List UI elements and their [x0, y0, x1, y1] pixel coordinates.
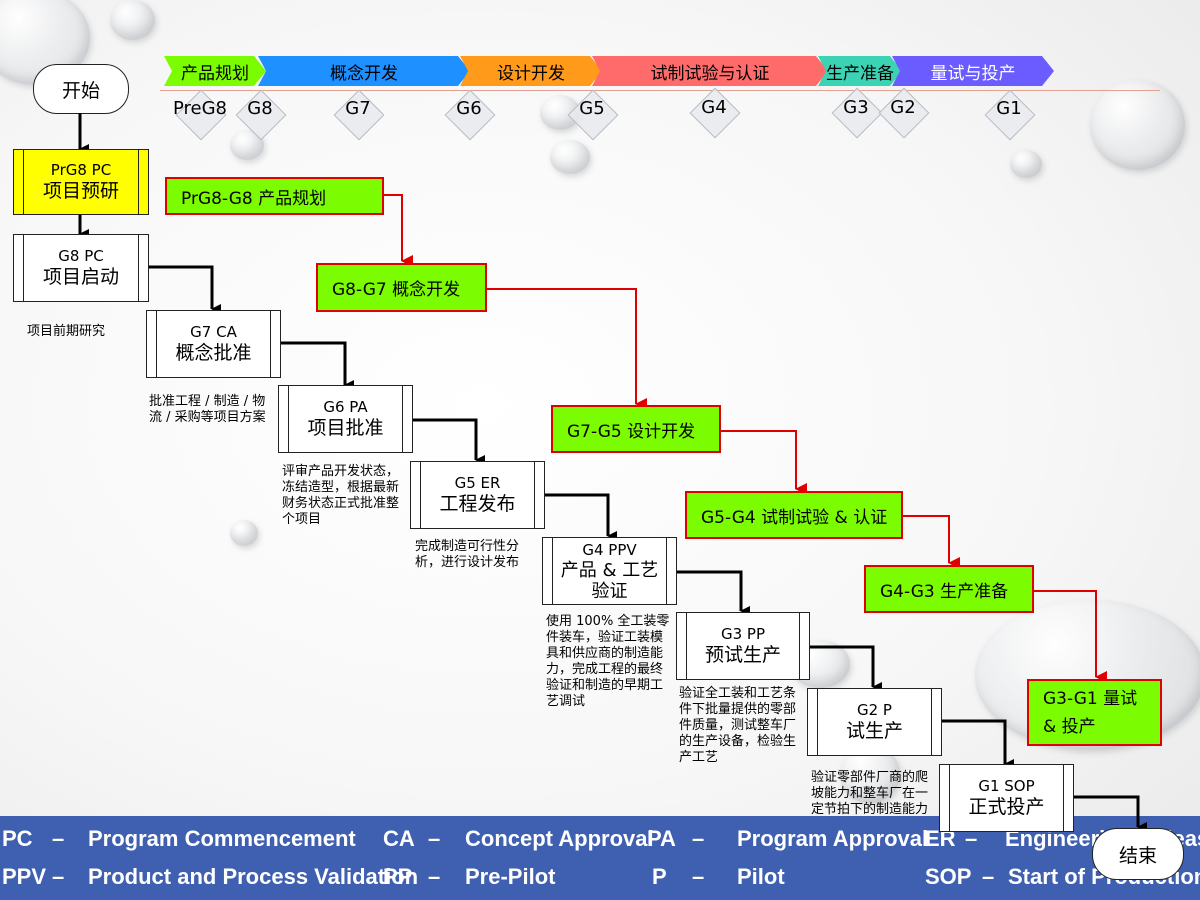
- start-node: 开始: [33, 64, 129, 114]
- gate-box-prg8: PrG8 PC 项目预研: [13, 149, 149, 215]
- desc-g3: 验证全工装和工艺条件下批量提供的零部件质量，测试整车厂的生产设备，检验生产工艺: [679, 686, 797, 765]
- water-drop: [110, 0, 155, 40]
- legend-dash: –: [52, 826, 65, 851]
- end-node: 结束: [1092, 828, 1184, 880]
- legend-full: Program Approval: [737, 826, 929, 851]
- gate-label-g5: G5: [579, 98, 605, 119]
- gate-box-g2: G2 P 试生产: [807, 688, 942, 756]
- legend-dash: –: [428, 826, 441, 851]
- desc-g2: 验证零部件厂商的爬坡能力和整车厂在一定节拍下的制造能力: [811, 770, 929, 817]
- phase-chevron-ramp-up: 量试与投产: [892, 56, 1054, 86]
- legend-dash: –: [692, 864, 705, 889]
- legend-abbr: PPV: [2, 864, 47, 889]
- gate-label-g3: G3: [843, 97, 869, 118]
- legend-abbr: P: [652, 864, 667, 889]
- legend-full: Pilot: [737, 864, 785, 889]
- legend-full: Program Commencement: [88, 826, 356, 851]
- phase-box-ramp-up: G3-G1 量试 & 投产: [1027, 679, 1162, 746]
- water-drop: [550, 140, 590, 174]
- legend-dash: –: [982, 864, 995, 889]
- legend-full: Pre-Pilot: [465, 864, 556, 889]
- legend-abbr: PP: [383, 864, 413, 889]
- gate-box-g4: G4 PPV 产品 & 工艺验证: [542, 537, 677, 605]
- gate-label-g1: G1: [996, 98, 1022, 119]
- gate-label-g4: G4: [701, 97, 727, 118]
- red-arrow-1: [384, 194, 413, 267]
- phase-chevron-production-prep: 生产准备: [818, 56, 902, 86]
- desc-g8: 项目前期研究: [27, 324, 106, 339]
- legend-abbr: PA: [647, 826, 676, 851]
- red-arrow-4: [903, 515, 960, 569]
- legend-dash: –: [52, 864, 65, 889]
- arrow-g7-to-g6: [279, 341, 354, 390]
- legend-full: Product and Process Validation: [88, 864, 419, 889]
- water-drop: [1010, 150, 1042, 178]
- gate-box-g7: G7 CA 概念批准: [146, 310, 281, 378]
- phase-box-trial: G5-G4 试制试验 & 认证: [685, 491, 903, 539]
- phase-chevron-product-planning: 产品规划: [164, 56, 266, 86]
- desc-g5: 完成制造可行性分析，进行设计发布: [415, 539, 520, 570]
- gate-label-g2: G2: [890, 97, 916, 118]
- legend-abbr: CA: [383, 826, 415, 851]
- water-drop: [1090, 80, 1185, 170]
- phase-chevron-design: 设计开发: [460, 56, 602, 86]
- legend-dash: –: [428, 864, 441, 889]
- desc-g6: 评审产品开发状态，冻结造型，根据最新财务状态正式批准整个项目: [282, 464, 400, 527]
- gate-box-g3: G3 PP 预试生产: [676, 612, 810, 680]
- arrow-g8-to-g7: [147, 265, 221, 314]
- legend-abbr: PC: [2, 826, 33, 851]
- gate-label-g8: G8: [247, 98, 273, 119]
- phase-box-design: G7-G5 设计开发: [551, 405, 721, 453]
- gate-label-g6: G6: [456, 98, 482, 119]
- legend-abbr: SOP: [925, 864, 972, 889]
- red-arrow-3: [721, 430, 807, 495]
- desc-g7: 批准工程 / 制造 / 物流 / 采购等项目方案: [149, 394, 266, 425]
- gate-label-g7: G7: [345, 98, 371, 119]
- phase-box-product-planning: PrG8-G8 产品规划: [165, 177, 384, 215]
- gate-box-g8: G8 PC 项目启动: [13, 234, 149, 302]
- arrow-g5-to-g4: [543, 493, 617, 541]
- gate-box-g1: G1 SOP 正式投产: [939, 764, 1074, 832]
- gate-box-g5: G5 ER 工程发布: [410, 461, 545, 529]
- desc-g4: 使用 100% 全工装零件装车，验证工装模具和供应商的制造能力，完成工程的最终验…: [546, 614, 670, 709]
- legend-dash: –: [965, 826, 978, 851]
- phase-box-production-prep: G4-G3 生产准备: [864, 565, 1034, 613]
- water-drop: [230, 520, 258, 546]
- gate-box-g6: G6 PA 项目批准: [278, 385, 413, 453]
- phase-box-concept: G8-G7 概念开发: [316, 263, 487, 312]
- red-arrow-2: [487, 288, 647, 410]
- timeline-line: [160, 90, 1160, 91]
- legend-full: Concept Approval: [465, 826, 654, 851]
- arrow-g6-to-g5: [411, 418, 485, 465]
- phase-chevron-concept: 概念开发: [258, 56, 470, 86]
- legend-dash: –: [692, 826, 705, 851]
- phase-chevron-trial: 试制试验与认证: [592, 56, 828, 86]
- arrow-g2-to-g1: [940, 719, 1014, 769]
- arrow-g4-to-g3: [675, 570, 750, 616]
- gate-label-preg8: PreG8: [172, 98, 228, 119]
